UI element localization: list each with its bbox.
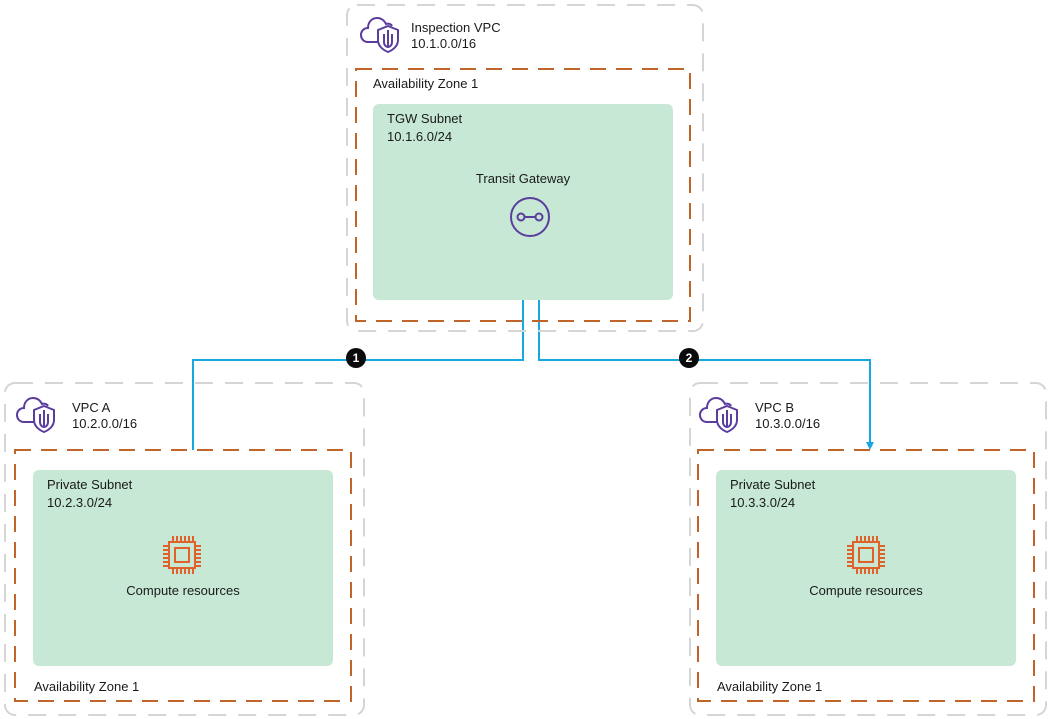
subnet-name: Private Subnet xyxy=(730,477,816,492)
step-badge-1: 1 xyxy=(346,348,366,368)
az-label-inspection: Availability Zone 1 xyxy=(373,76,479,91)
transit-gateway-label: Transit Gateway xyxy=(475,171,571,186)
vpc-cloud-shield-icon xyxy=(698,396,738,434)
vpc-name: VPC B xyxy=(755,400,795,415)
subnet-cidr: 10.1.6.0/24 xyxy=(387,129,453,144)
private-subnet-a: Private Subnet 10.2.3.0/24 Compute resou… xyxy=(33,470,333,666)
az-label-vpc-a: Availability Zone 1 xyxy=(34,679,140,694)
subnet-cidr: 10.3.3.0/24 xyxy=(730,495,796,510)
vpc-name: Inspection VPC xyxy=(411,20,501,35)
vpc-cloud-shield-icon xyxy=(15,396,55,434)
step-badge-2: 2 xyxy=(679,348,699,368)
compute-resources-label: Compute resources xyxy=(126,583,240,598)
private-subnet-b: Private Subnet 10.3.3.0/24 Compute resou… xyxy=(716,470,1016,666)
az-label-vpc-b: Availability Zone 1 xyxy=(717,679,823,694)
vpc-cloud-shield-icon xyxy=(359,16,399,54)
vpc-cidr: 10.1.0.0/16 xyxy=(411,36,477,51)
compute-chip-icon[interactable] xyxy=(162,535,202,575)
subnet-name: Private Subnet xyxy=(47,477,133,492)
transit-gateway-icon[interactable] xyxy=(509,196,551,238)
subnet-cidr: 10.2.3.0/24 xyxy=(47,495,113,510)
compute-resources-label: Compute resources xyxy=(809,583,923,598)
tgw-subnet: TGW Subnet 10.1.6.0/24 Transit Gateway xyxy=(373,104,673,300)
vpc-cidr: 10.2.0.0/16 xyxy=(72,416,138,431)
subnet-name: TGW Subnet xyxy=(387,111,463,126)
vpc-name: VPC A xyxy=(72,400,111,415)
compute-chip-icon[interactable] xyxy=(846,535,886,575)
vpc-cidr: 10.3.0.0/16 xyxy=(755,416,821,431)
